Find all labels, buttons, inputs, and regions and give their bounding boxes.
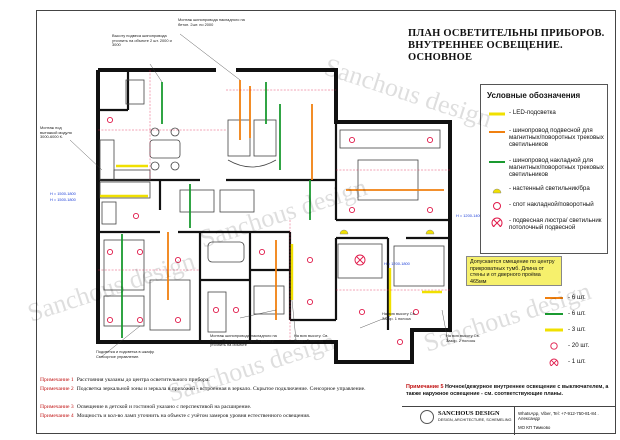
drawing-frame — [36, 10, 616, 434]
annotation-gap-1-strip: На всю высоту Св. Зазор. 1 полоса — [382, 311, 416, 321]
leader-lines — [69, 33, 449, 359]
count-row-pendant: - 1 шт. — [542, 356, 610, 368]
title-block-stamp: SANCHOUS DESIGN DESIGN, ARCHITECTURE, SC… — [402, 406, 616, 435]
count-spot: - 20 шт. — [568, 342, 590, 349]
annotation-gap-2-strips: На всю высоту. Св. Зазор. 2 полосы — [294, 333, 329, 343]
project-name: МО КП Тимково — [518, 425, 551, 430]
wall-sconce-icon — [492, 188, 502, 194]
annotation-height-1: H = 1500-1800 — [50, 191, 76, 196]
surface-track-icon — [545, 313, 563, 315]
bottom-note-text: Ночное/дежурное внутреннее освещение с в… — [406, 384, 609, 397]
legend-label-suspended-track: - шинопровод подвесной для магнитных/пов… — [509, 127, 604, 149]
annotation-gap-2-strips-b: На всю высоту Св. Зазор. 2 полосы — [446, 333, 480, 343]
remark-1-text: Расстояния указаны до центра осветительн… — [76, 377, 210, 383]
pendant-lamp-icon — [491, 217, 503, 227]
annotation-track-height: Высоту подвеса шинопровода уточнить на о… — [112, 33, 172, 48]
annotation-hood-module: Монтаж под вытяжкой модуля 3000-6000 К. — [40, 125, 72, 140]
suspended-track-icon — [545, 297, 563, 299]
floor-plan — [69, 33, 452, 364]
legend-box: Условные обозначения - LED-подсветка - ш… — [480, 84, 608, 254]
led-strip-icon — [545, 328, 563, 332]
dimension-lines — [98, 70, 450, 340]
title-line-2: ВНУТРЕННЕЕ ОСВЕЩЕНИЕ. ОСНОВНОЕ — [408, 40, 563, 63]
legend-label-spot: - спот накладной/поворотный — [509, 201, 594, 208]
remark-2-key: Примечание 2 — [40, 386, 74, 392]
remark-1-key: Примечание 1 — [40, 377, 74, 383]
remark-3-text: Освещение в детской и гостиной указано с… — [76, 404, 252, 410]
annotation-height-2: H = 1500-1800 — [50, 197, 76, 202]
annotation-height-3: H = 1200-1400 — [456, 213, 482, 218]
fixture-counts: - 6 шт. - 6 шт. - 3 шт. - 20 шт. - 1 шт. — [542, 292, 610, 376]
pendant-lamp-icon — [549, 358, 559, 366]
count-row-led: - 3 шт. — [542, 324, 610, 336]
legend-label-wall-sconce: - настенный светильник/бра — [509, 185, 590, 192]
interior-walls — [98, 70, 450, 342]
annotation-wardrobe-light: Подсветка и подсветка в шкафу. Сенсорное… — [96, 349, 155, 359]
spot-lights — [106, 116, 434, 346]
wall-sconces — [339, 229, 435, 235]
count-surface-track: - 6 шт. — [568, 310, 586, 317]
spot-light-icon — [550, 342, 558, 350]
annotation-track-box: Монтаж шинопровода накладного на бетон. … — [210, 333, 277, 348]
remark-3-key: Примечание 3 — [40, 404, 74, 410]
legend-label-pendant: - подвесная люстра/ светильник потолочны… — [509, 217, 602, 232]
remark-4-key: Примечание 4 — [40, 413, 74, 419]
annotation-track-ceiling: Монтаж шинопровода накладного на бетон. … — [178, 17, 245, 27]
bottom-note: Примечание 5 Ночное/дежурное внутреннее … — [406, 384, 616, 398]
offset-note: Допускается смещение по центру прикроват… — [466, 256, 562, 286]
brand-subtitle: DESIGN, ARCHITECTURE, SCHEMELING — [438, 418, 512, 422]
legend-label-led: - LED-подсветка — [509, 109, 556, 116]
pendant-lamp — [354, 254, 366, 266]
annotation-height-4: H = 1200-1800 — [384, 261, 410, 266]
count-pendant: - 1 шт. — [568, 358, 586, 365]
contact-info: WhatsApp, Viber, Tel: +7-912-750-81-84 .… — [518, 411, 599, 421]
outer-walls — [96, 68, 452, 364]
title-line-1: ПЛАН ОСВЕТИТЕЛЬНЫ ПРИБОРОВ. — [408, 28, 605, 39]
bottom-note-key: Примечание 5 — [406, 384, 444, 390]
stamp-divider — [514, 407, 515, 435]
kitchen-furniture — [99, 79, 445, 333]
count-row-surface-track: - 6 шт. — [542, 308, 610, 320]
remark-4-text: Мощность и кол-во ламп уточнить на объек… — [76, 413, 311, 419]
spot-light-icon — [493, 202, 501, 210]
surface-tracks — [121, 82, 311, 338]
legend-label-surface-track: - шинопровод накладной для магнитных/пов… — [509, 157, 604, 179]
led-strip-icon — [489, 112, 505, 116]
brand-logo-icon — [420, 410, 434, 424]
led-strips — [100, 164, 442, 316]
brand-name: SANCHOUS DESIGN — [438, 410, 500, 417]
count-suspended-track: - 6 шт. — [568, 294, 586, 301]
remark-2-text: Подсветка зеркальной зоны и зеркала в пр… — [76, 386, 366, 392]
drawing-title: ПЛАН ОСВЕТИТЕЛЬНЫ ПРИБОРОВ. ВНУТРЕННЕЕ О… — [408, 28, 616, 64]
count-led: - 3 шт. — [568, 326, 586, 333]
surface-track-icon — [489, 161, 505, 163]
count-row-spot: - 20 шт. — [542, 340, 610, 352]
legend-title: Условные обозначения — [487, 91, 581, 100]
count-row-suspended-track: - 6 шт. — [542, 292, 610, 304]
suspended-track-icon — [489, 131, 505, 133]
